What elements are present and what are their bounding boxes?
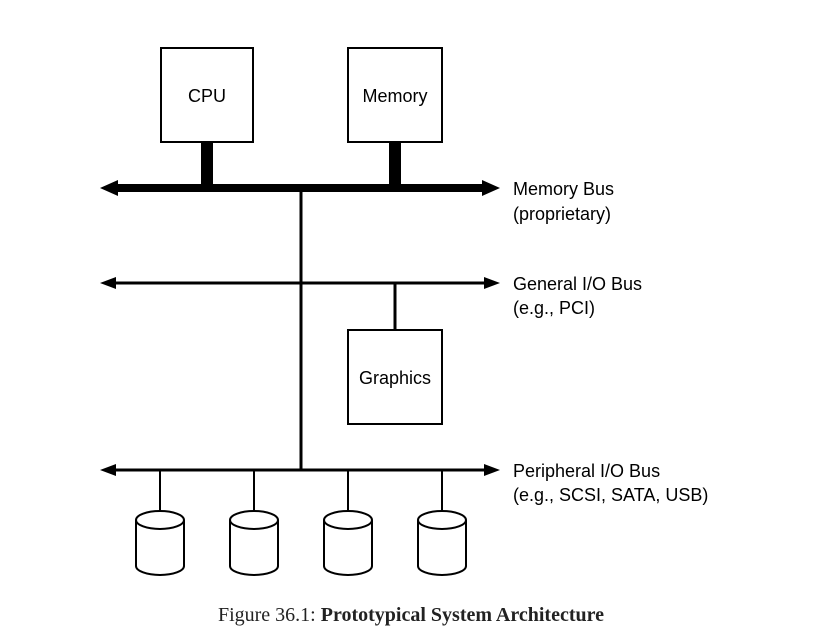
cpu-label: CPU	[188, 86, 226, 106]
cpu-box	[160, 47, 254, 143]
system-architecture-diagram: CPU Memory Graphics	[100, 47, 708, 576]
peripheral-io-bus-name: Peripheral I/O Bus	[513, 461, 660, 481]
graphics-box	[347, 329, 443, 425]
caption-title: Prototypical System Architecture	[320, 604, 605, 626]
general-io-bus	[100, 277, 500, 289]
disk-1-icon	[135, 510, 185, 576]
general-io-bus-name: General I/O Bus	[513, 274, 642, 294]
general-io-bus-note: (e.g., PCI)	[513, 298, 595, 318]
disk-2-icon	[229, 510, 279, 576]
memory-connector	[389, 142, 401, 186]
memory-box	[347, 47, 443, 143]
peripheral-io-bus	[100, 464, 500, 476]
graphics-label: Graphics	[359, 368, 431, 388]
peripheral-io-bus-note: (e.g., SCSI, SATA, USB)	[513, 485, 708, 505]
caption-prefix: Figure 36.1:	[217, 604, 316, 626]
disk-3-icon	[323, 510, 373, 576]
cpu-connector	[201, 142, 213, 186]
disk-4-icon	[417, 510, 467, 576]
memory-bus-name: Memory Bus	[513, 179, 614, 199]
memory-bus-note: (proprietary)	[513, 204, 611, 224]
memory-label: Memory	[362, 86, 427, 106]
figure-caption: Figure 36.1: Prototypical System Archite…	[0, 604, 822, 627]
